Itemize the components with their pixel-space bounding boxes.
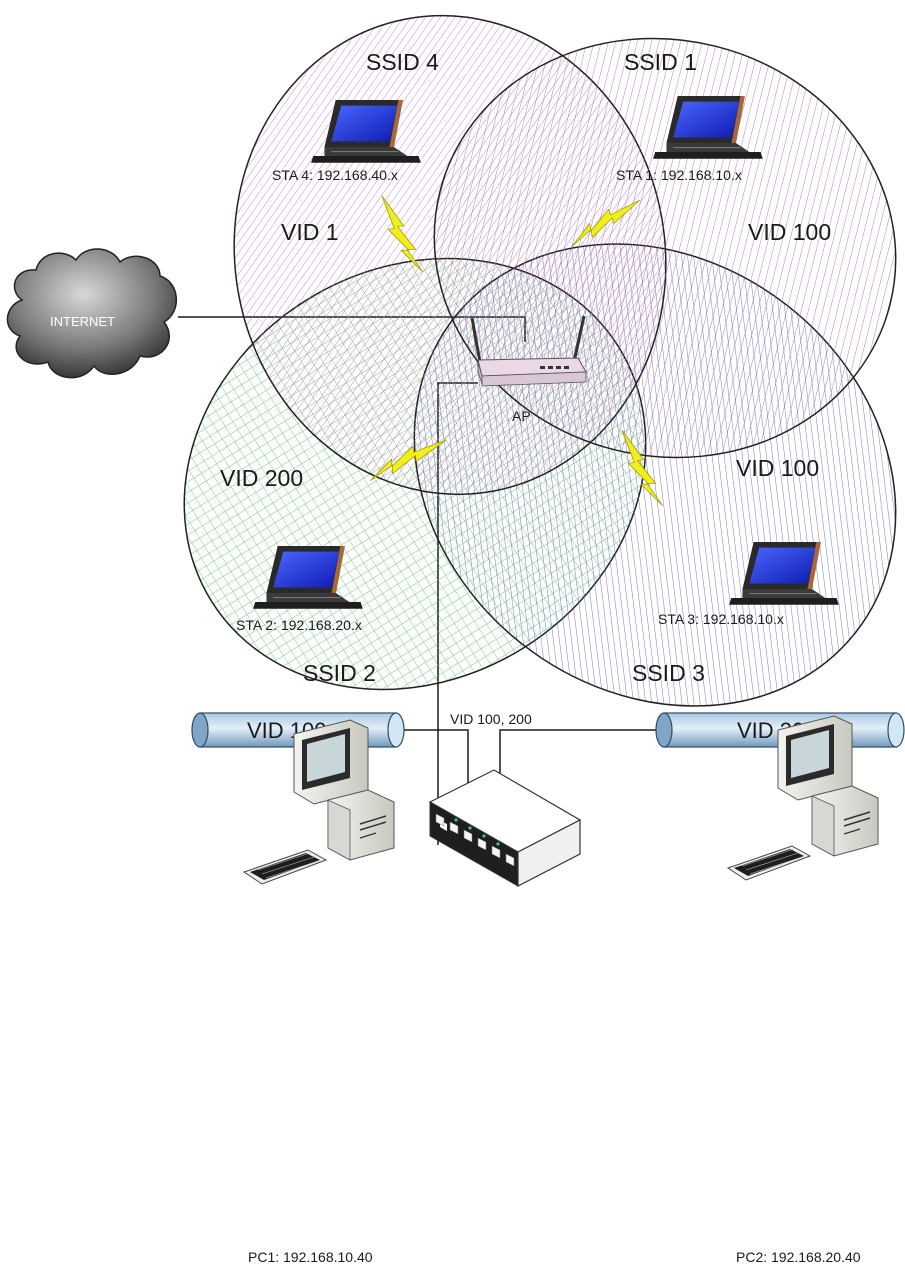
vid-label-2: VID 200 <box>220 465 303 491</box>
cell-ssid1 <box>433 37 897 459</box>
ssid-label-1: SSID 1 <box>624 49 697 75</box>
coverage-cells <box>183 14 897 707</box>
ssid-label-2: SSID 2 <box>303 660 376 686</box>
station-label-2: STA 2: 192.168.20.x <box>236 617 362 633</box>
ap-label: AP <box>512 408 531 424</box>
switch-icon <box>428 769 582 887</box>
vid-label-4: VID 1 <box>281 219 339 245</box>
station-label-4: STA 4: 192.168.40.x <box>272 167 398 183</box>
ssid-label-3: SSID 3 <box>632 660 705 686</box>
station-label-3: STA 3: 192.168.10.x <box>658 611 784 627</box>
vid-label-3: VID 100 <box>736 455 819 481</box>
ssid-label-4: SSID 4 <box>366 49 439 75</box>
cell-labels: SSID 4 STA 4: 192.168.40.x VID 1 SSID 1 … <box>220 49 831 686</box>
vid-label-1: VID 100 <box>748 219 831 245</box>
pc1-label: PC1: 192.168.10.40 <box>248 1249 373 1265</box>
station-label-1: STA 1: 192.168.10.x <box>616 167 742 183</box>
access-point: AP <box>470 315 587 424</box>
internet-label: INTERNET <box>50 314 115 329</box>
internet-cloud: INTERNET <box>6 248 178 379</box>
pc2-label: PC2: 192.168.20.40 <box>736 1249 861 1265</box>
trunk-label: VID 100, 200 <box>450 711 532 727</box>
